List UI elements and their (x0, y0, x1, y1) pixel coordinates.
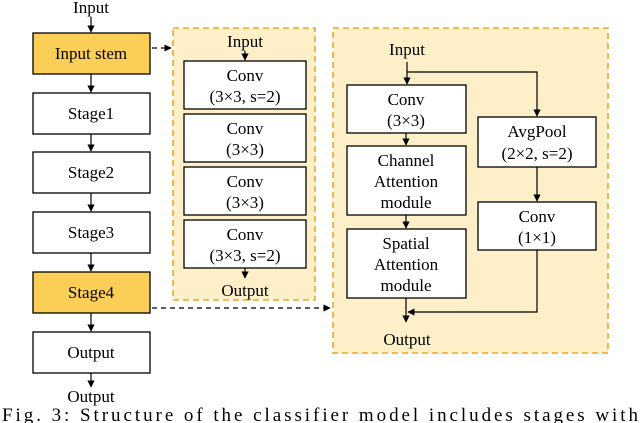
stem-conv-1 (183, 60, 307, 110)
arrow-shortcut-merge (407, 250, 538, 316)
figure-caption: Fig. 3: Structure of the classifier mode… (2, 405, 638, 423)
stage3-label: Stage3 (68, 223, 114, 242)
input-stem-label: Input stem (55, 44, 127, 63)
stem-panel-output-label: Output (221, 281, 269, 300)
stage-conv-param: (3×3) (387, 111, 425, 130)
stem-conv-4-param: (3×3, s=2) (209, 246, 280, 265)
stem-panel-input-label: Input (227, 32, 263, 51)
stage4-label: Stage4 (68, 283, 115, 302)
stem-conv-3-name: Conv (227, 172, 264, 191)
spatial-attention-line3: module (381, 276, 432, 295)
stem-conv-3 (183, 166, 307, 216)
stage4-box (32, 271, 151, 314)
stage-panel-output-label: Output (383, 330, 431, 349)
stem-conv-2 (183, 113, 307, 163)
stage-panel-input-label: Input (389, 40, 425, 59)
stage3-box (32, 211, 151, 254)
channel-attention-box (346, 145, 467, 216)
backbone-input-label: Input (73, 0, 109, 17)
stage2-box (32, 151, 151, 194)
avgpool-name: AvgPool (507, 122, 566, 141)
stem-conv-4-name: Conv (227, 225, 264, 244)
stage2-label: Stage2 (68, 163, 114, 182)
channel-attention-line1: Channel (378, 151, 435, 170)
backbone-output-label: Output (67, 387, 115, 406)
channel-attention-line3: module (381, 193, 432, 212)
avgpool-param: (2×2, s=2) (501, 144, 572, 163)
channel-attention-line2: Attention (374, 172, 439, 191)
output-box (32, 331, 151, 374)
stem-conv-1-param: (3×3, s=2) (209, 87, 280, 106)
stage-conv-box (346, 84, 467, 134)
stem-conv-3-param: (3×3) (226, 193, 264, 212)
avgpool-box (477, 116, 597, 168)
output-box-label: Output (67, 343, 115, 362)
stem-conv-4 (183, 219, 307, 269)
arrow-stage-input-shortcut (407, 71, 541, 117)
shortcut-conv-name: Conv (519, 207, 556, 226)
stem-conv-2-name: Conv (227, 119, 264, 138)
stage1-box (32, 92, 151, 135)
stage1-label: Stage1 (68, 104, 114, 123)
spatial-attention-line2: Attention (374, 255, 439, 274)
shortcut-conv-param: (1×1) (518, 228, 556, 247)
spatial-attention-box (346, 228, 467, 299)
stage-conv-name: Conv (388, 90, 425, 109)
shortcut-conv-box (477, 201, 597, 251)
spatial-attention-line1: Spatial (382, 234, 429, 253)
stem-conv-2-param: (3×3) (226, 140, 264, 159)
stem-conv-1-name: Conv (227, 66, 264, 85)
